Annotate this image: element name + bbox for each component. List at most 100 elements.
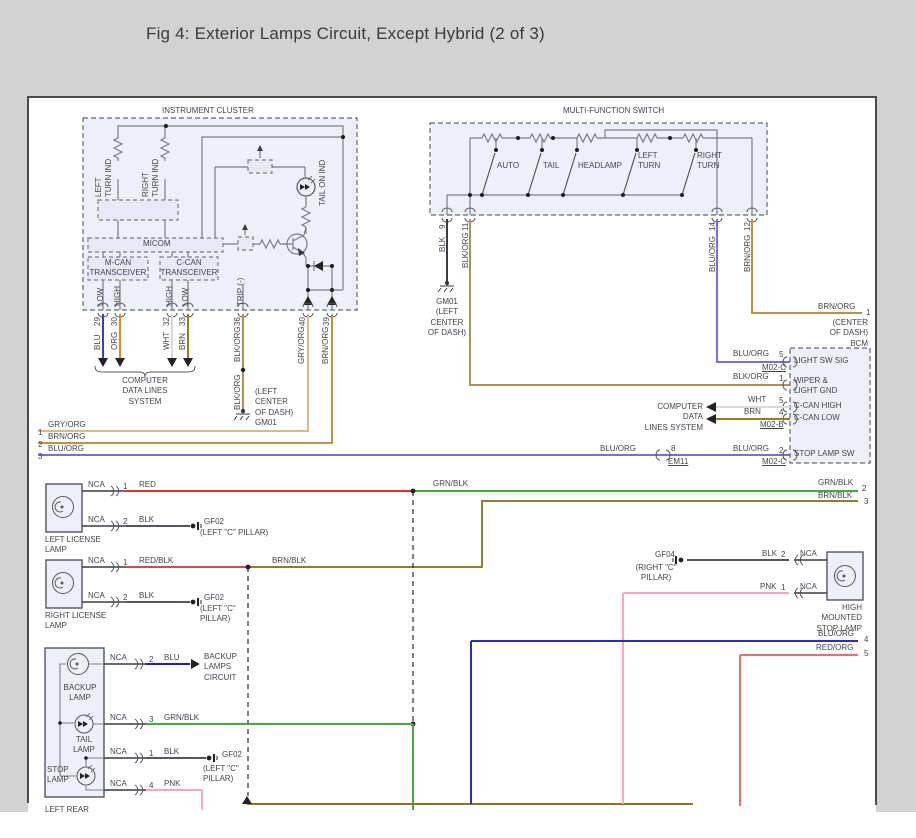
ground-gm01-cluster-icon: [233, 408, 251, 421]
computer-data-lines-label: COMPUTER DATA LINES SYSTEM: [122, 376, 168, 406]
mfs-title: MULTI-FUNCTION SWITCH: [563, 106, 665, 115]
wire-label-bluorg: BLU/ORG: [733, 349, 770, 358]
pin-number-1: 1: [123, 558, 128, 567]
bcm-stop-lamp-sw-label: STOP LAMP SW: [794, 449, 855, 458]
wire-brnorg-12: [751, 219, 862, 314]
high-mounted-stop-lamp-symbol: [826, 551, 864, 601]
ccan-transceiver-label: C-CAN TRANSCEIVER: [160, 258, 218, 278]
wire-label-blu: BLU: [164, 653, 180, 662]
ground-gf04-label: GF04: [655, 550, 676, 559]
gf02-icon-c: [205, 753, 218, 763]
left-license-lamp-label: LEFT LICENSE LAMP: [45, 535, 101, 555]
right-license-lamp-label: RIGHT LICENSE LAMP: [45, 611, 107, 631]
license-wires: [126, 490, 858, 603]
wire-label-pnk: PNK: [760, 582, 777, 591]
cdls-brace: [94, 365, 196, 378]
pin-number-3: 3: [149, 715, 154, 724]
nca-label: NCA: [110, 653, 127, 662]
pin-number-2: 2: [123, 517, 128, 526]
pin-number-3: 3: [864, 497, 869, 506]
connector-m02c-label: M02-C: [762, 457, 787, 466]
diagram-border: [27, 96, 877, 805]
pin-number-9: 9: [438, 224, 447, 229]
pin-high-label: HIGH: [165, 286, 174, 306]
wire-label-brnorg: BRN/ORG: [48, 432, 86, 441]
tail-on-ind-label: TAIL ON IND: [318, 159, 327, 206]
bottom-junction-arrow-icon: [242, 796, 252, 804]
backup-circuit-arrow-icon: [191, 659, 200, 669]
wire-label-bluorg: BLU/ORG: [708, 235, 717, 272]
ground-gf02-label: GF02: [204, 593, 225, 602]
pin-number-4: 4: [149, 781, 154, 790]
page-bottom-margin: [0, 812, 916, 838]
bcm-location-label: (CENTER OF DASH) BCM: [829, 318, 868, 348]
pin-number-3: 3: [38, 452, 43, 461]
gf02-location-label: (LEFT "C" PILLAR): [200, 528, 269, 537]
wire-label-gryorg: GRY/ORG: [48, 420, 86, 429]
bcm-light-sw-sig-label: LIGHT SW SIG: [794, 356, 849, 365]
nca-label: NCA: [88, 515, 105, 524]
wire-label-grnblk: GRN/BLK: [818, 478, 854, 487]
connector-m02c-label: M02-C: [762, 363, 787, 372]
wire-label-wht: WHT: [748, 395, 767, 404]
wire-label-blk: BLK: [762, 549, 778, 558]
wire-label-brnorg: BRN/ORG: [818, 302, 856, 311]
tail-lamp-label: TAIL LAMP: [73, 735, 95, 755]
wire-label-brn: BRN: [178, 333, 187, 350]
pin-low-label: LOW: [181, 287, 190, 306]
wire-label-blkorg: BLK/ORG: [733, 372, 769, 381]
left-license-lamp-symbol: [45, 483, 83, 533]
wire-label-brnorg: BRN/ORG: [743, 234, 752, 272]
high-mounted-stop-lamp-label: HIGH MOUNTED STOP LAMP: [816, 603, 863, 633]
pin-number-1: 1: [38, 428, 43, 437]
wire-label-blkorg: BLK/ORG: [461, 232, 470, 268]
wire-grnblk-tail: [146, 723, 414, 810]
pin-trip-label: TRIP (-): [236, 277, 245, 306]
pin-number-36: 36: [233, 317, 242, 326]
multi-function-switch-circuit: [446, 129, 753, 215]
pin-number-2: 2: [781, 550, 786, 559]
switch-left-turn-label: LEFT TURN: [638, 151, 661, 171]
wire-label-grnblk: GRN/BLK: [164, 713, 200, 722]
micom-label: MICOM: [143, 239, 171, 248]
wire-gryorg-40: [38, 314, 309, 432]
left-rear-label: LEFT REAR: [45, 805, 89, 812]
pin-number-2: 2: [779, 446, 784, 455]
pin-low-label: LOW: [96, 287, 105, 306]
wire-label-gryorg: GRY/ORG: [297, 326, 306, 364]
pin-number-30: 30: [110, 317, 119, 326]
wire-label-blk: BLK: [139, 591, 155, 600]
wire-label-blkorg: BLK/ORG: [233, 326, 242, 362]
gm01-location-label: (LEFT CENTER OF DASH) GM01: [255, 387, 294, 428]
can-arrows: [706, 402, 716, 424]
left-turn-ind-label: LEFT TURN IND: [94, 158, 114, 197]
wire-pnk-stop: [146, 789, 203, 810]
rear-lamp-caption-clipped: LEFT REAR: [45, 805, 125, 812]
wire-label-redorg: RED/ORG: [816, 643, 854, 652]
pin-number-2: 2: [149, 655, 154, 664]
pin-number-14: 14: [708, 222, 717, 231]
gf02-location-label: (LEFT "C" PILLAR): [203, 764, 239, 784]
nca-label: NCA: [800, 582, 817, 591]
wire-label-blkorg: BLK/ORG: [233, 374, 242, 410]
wire-brnblk: [248, 500, 858, 568]
bcm-ccan-low-label: C-CAN LOW: [794, 413, 840, 422]
pin-number-5: 5: [864, 649, 869, 658]
pin-number-33: 33: [178, 317, 187, 326]
pin-number-1: 1: [866, 308, 871, 317]
switch-headlamp-label: HEADLAMP: [578, 161, 623, 170]
wire-bluorg-14: [716, 219, 790, 363]
mfs-wires: [446, 219, 862, 386]
wire-pnk-hms: [622, 592, 789, 804]
wire-label-red: RED: [139, 480, 156, 489]
junction-dot: [410, 488, 416, 494]
nca-label: NCA: [110, 713, 127, 722]
pin-number-8: 8: [671, 444, 676, 453]
gf02-location-label: (LEFT "C" PILLAR): [200, 604, 236, 624]
ground-gm01-mfs-icon: [437, 280, 455, 293]
gm01-location-label: GM01 (LEFT CENTER OF DASH): [427, 297, 467, 338]
stop-lamp-label: STOP LAMP: [47, 765, 69, 785]
hidden-wire-links: [247, 491, 414, 796]
